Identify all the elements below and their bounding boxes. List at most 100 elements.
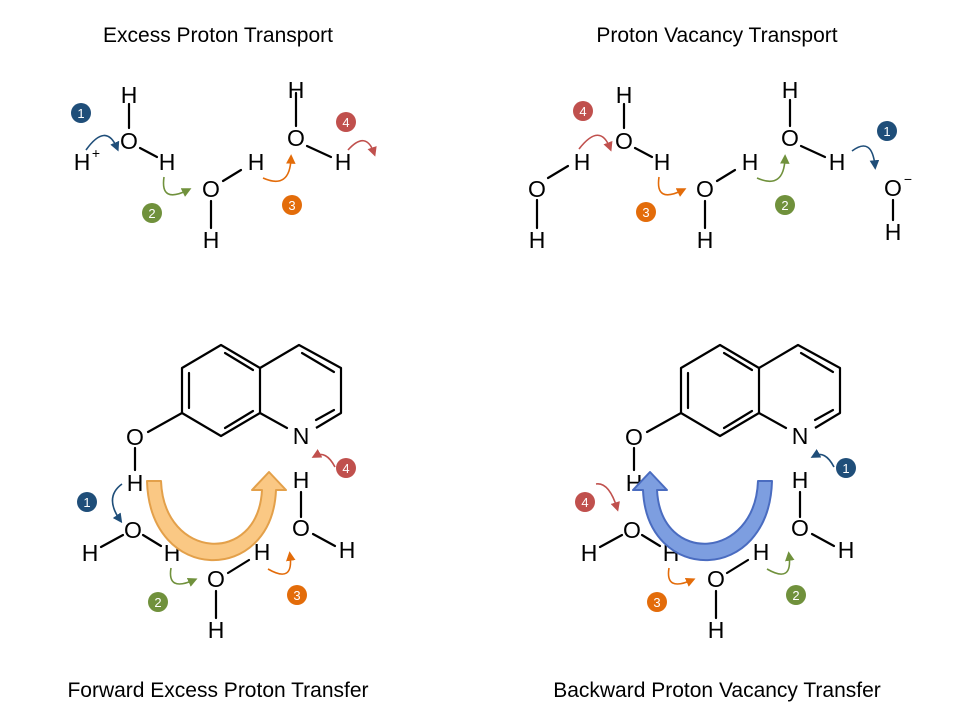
svg-text:4: 4 xyxy=(581,495,588,510)
atom-n: N xyxy=(293,423,310,449)
atom-h: H xyxy=(782,77,799,103)
atom-h: H xyxy=(838,537,855,563)
atom-o: O xyxy=(528,176,546,202)
panel-backward-proton-vacancy-transfer: N O H O H H O H H H O H 4 3 2 1 xyxy=(575,343,856,643)
step-badge: 1 xyxy=(71,103,91,123)
atom-h-proton: H xyxy=(74,149,91,175)
atom-h: H xyxy=(885,219,902,245)
atom-h: H xyxy=(208,617,225,643)
atom-o: O xyxy=(124,517,142,543)
svg-text:3: 3 xyxy=(642,205,649,220)
step-badge: 1 xyxy=(836,458,856,478)
atom-h: H xyxy=(708,617,725,643)
svg-text:2: 2 xyxy=(781,198,788,213)
svg-text:3: 3 xyxy=(653,595,660,610)
step-badge: 3 xyxy=(636,202,656,222)
step4-arrow xyxy=(578,134,613,152)
atom-o: O xyxy=(625,424,643,450)
atom-o: O xyxy=(707,566,725,592)
step2-arrow xyxy=(766,551,795,575)
atom-o-hydroxide: O xyxy=(884,175,902,201)
step-badge: 3 xyxy=(282,195,302,215)
quinoline-ring xyxy=(645,343,842,438)
panel-proton-vacancy-transport: O H H H O H O H H H O H O − H 4 3 2 1 xyxy=(528,77,912,253)
atom-h: H xyxy=(159,149,176,175)
backward-transfer-arrow xyxy=(632,471,773,562)
step-badge: 3 xyxy=(647,592,667,612)
charge-plus: + xyxy=(92,145,100,161)
atom-h: H xyxy=(742,149,759,175)
step3-arrow xyxy=(667,567,696,587)
step-badge: 4 xyxy=(575,492,595,512)
atom-h: H xyxy=(203,227,220,253)
step1-arrow xyxy=(851,145,880,170)
atom-h: H xyxy=(829,149,846,175)
step-badge: 1 xyxy=(877,121,897,141)
step4-arrow xyxy=(347,139,377,157)
svg-text:1: 1 xyxy=(83,495,90,510)
caption-forward-excess-proton-transfer: Forward Excess Proton Transfer xyxy=(67,679,368,702)
step1-arrow xyxy=(85,134,120,152)
atom-o: O xyxy=(287,125,305,151)
step-badge: 4 xyxy=(573,101,593,121)
atom-o: O xyxy=(623,517,641,543)
panel-forward-excess-proton-transfer: N O H O H H O H H H O H 1 2 3 4 xyxy=(77,343,356,643)
atom-h: H xyxy=(792,467,809,493)
atom-o: O xyxy=(781,125,799,151)
step-badge: 4 xyxy=(336,458,356,478)
step4-arrow xyxy=(595,483,620,512)
step3-arrow xyxy=(267,551,296,575)
quinoline-ring xyxy=(146,343,343,438)
step-badge: 2 xyxy=(148,592,168,612)
atom-h: H xyxy=(121,82,138,108)
step2-arrow xyxy=(162,176,192,197)
caption-proton-vacancy-transport: Proton Vacancy Transport xyxy=(596,24,837,47)
panel-excess-proton-transport: H O H + H O H H H O H 1 2 3 4 xyxy=(71,77,377,253)
svg-text:3: 3 xyxy=(293,588,300,603)
step4-arrow xyxy=(311,449,336,468)
caption-excess-proton-transport: Excess Proton Transport xyxy=(103,24,333,47)
atom-h: H xyxy=(293,467,310,493)
svg-text:1: 1 xyxy=(883,124,890,139)
step-badge: 4 xyxy=(336,112,356,132)
svg-text:1: 1 xyxy=(842,461,849,476)
charge-minus: − xyxy=(904,171,912,187)
atom-h: H xyxy=(248,149,265,175)
atom-h: H xyxy=(616,82,633,108)
atom-o: O xyxy=(126,424,144,450)
atom-o: O xyxy=(292,515,310,541)
step-badge: 2 xyxy=(786,585,806,605)
atom-h: H xyxy=(339,537,356,563)
atom-h: H xyxy=(753,539,770,565)
svg-text:4: 4 xyxy=(342,115,349,130)
atom-o: O xyxy=(791,515,809,541)
atom-h: H xyxy=(581,540,598,566)
atom-h: H xyxy=(254,539,271,565)
step-badge: 2 xyxy=(142,203,162,223)
forward-transfer-arrow xyxy=(146,471,287,562)
atom-h: H xyxy=(697,227,714,253)
atom-h: H xyxy=(654,149,671,175)
svg-text:2: 2 xyxy=(792,588,799,603)
svg-text:4: 4 xyxy=(579,104,586,119)
svg-text:2: 2 xyxy=(148,206,155,221)
step2-arrow xyxy=(169,567,198,587)
svg-text:1: 1 xyxy=(77,106,84,121)
atom-h: H xyxy=(288,77,305,103)
step-badge: 2 xyxy=(775,195,795,215)
svg-text:4: 4 xyxy=(342,461,349,476)
atom-h: H xyxy=(127,470,144,496)
step-badge: 3 xyxy=(287,585,307,605)
atom-h: H xyxy=(529,227,546,253)
atom-o: O xyxy=(207,566,225,592)
svg-text:2: 2 xyxy=(154,595,161,610)
atom-h: H xyxy=(82,540,99,566)
step1-arrow xyxy=(111,483,123,524)
svg-text:3: 3 xyxy=(288,198,295,213)
step2-arrow xyxy=(756,154,790,183)
atom-o: O xyxy=(120,128,138,154)
caption-backward-proton-vacancy-transfer: Backward Proton Vacancy Transfer xyxy=(553,679,881,702)
step3-arrow xyxy=(262,154,296,183)
